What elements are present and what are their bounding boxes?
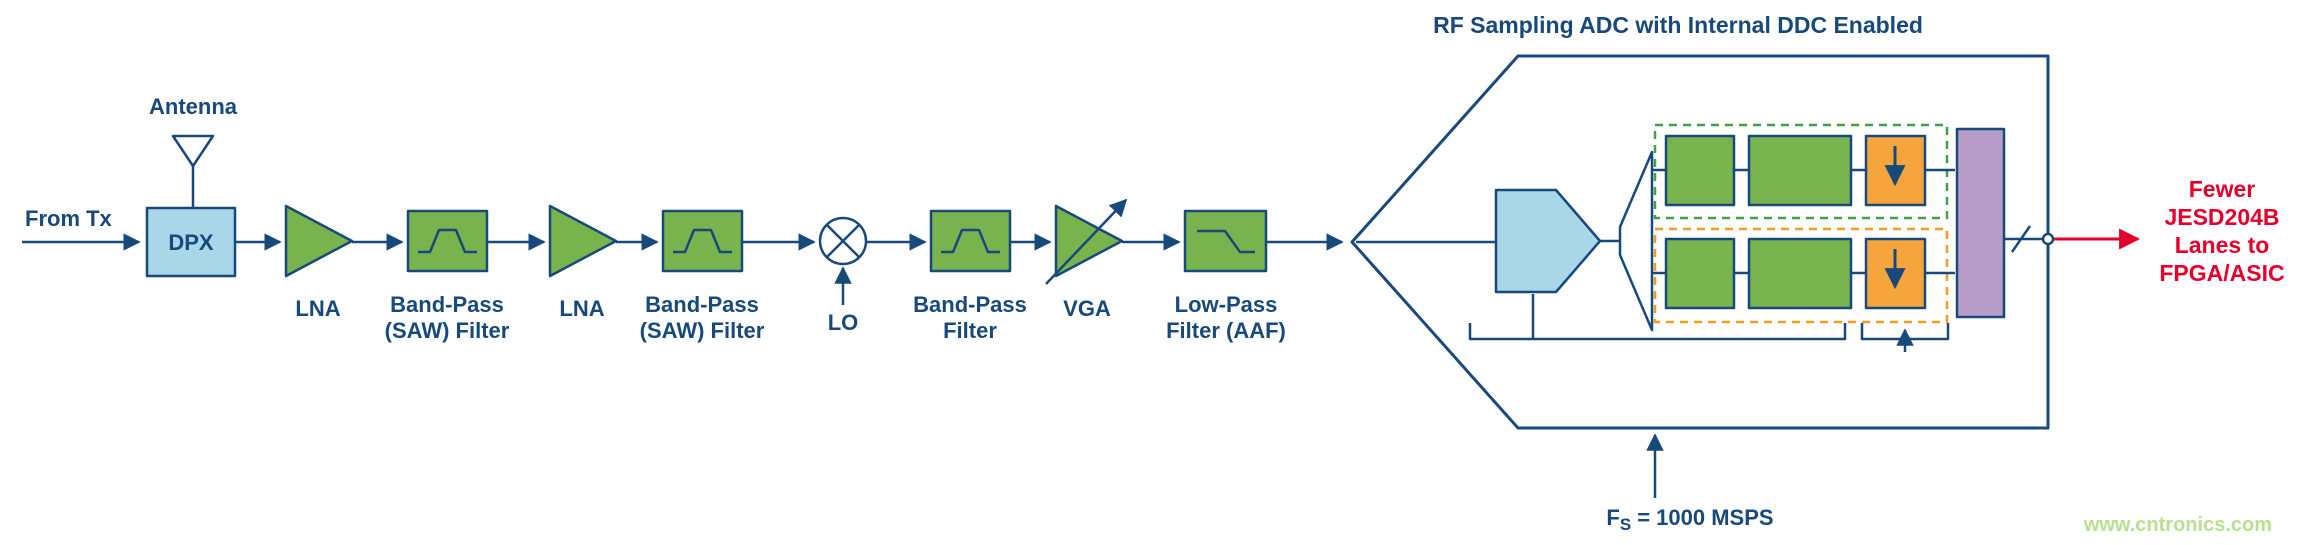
bpf3-box: [929, 209, 1012, 273]
bpf2-box: [661, 209, 744, 273]
demux-icon: [1618, 150, 1654, 332]
adc-title: RF Sampling ADC with Internal DDC Enable…: [1433, 12, 1923, 38]
ddc-i-filter-box: [1747, 134, 1853, 207]
vga-label: VGA: [1063, 296, 1111, 321]
mixer-cross-icon: [826, 224, 860, 258]
vga-amplifier-icon: [1054, 204, 1124, 278]
lna1-amplifier-icon: [284, 204, 354, 278]
sync-bus-line: [1468, 323, 1847, 341]
bandpass-icon: [418, 228, 477, 254]
antenna-label: Antenna: [149, 94, 238, 119]
bpf1-label-line1: Band-Pass: [390, 292, 504, 317]
output-note-line3: Lanes to: [2175, 232, 2270, 258]
ddc-q-filter-box: [1747, 237, 1853, 310]
from-tx-label: From Tx: [25, 206, 113, 231]
lpf-label-line2: Filter (AAF): [1166, 318, 1286, 343]
lpf-label-line1: Low-Pass: [1175, 292, 1278, 317]
dpx-label: DPX: [168, 230, 214, 255]
bpf3-label-line2: Filter: [943, 318, 997, 343]
ddc-q-dashed-group: [1653, 227, 1949, 324]
bus-slash-icon: [2010, 225, 2032, 253]
watermark-text: www.cntronics.com: [2083, 514, 2272, 536]
lpf-box: [1183, 209, 1268, 273]
bandpass-icon: [673, 228, 732, 254]
lo-label: LO: [828, 310, 859, 335]
vga-gain-arrow-icon: [1045, 198, 1128, 285]
bpf3-label-line1: Band-Pass: [913, 292, 1027, 317]
bpf1-box: [406, 209, 489, 273]
ddc-i-dashed-group: [1653, 123, 1949, 220]
bpf1-label-line2: (SAW) Filter: [385, 318, 510, 343]
ddc-q-mixer-box: [1664, 237, 1736, 310]
lna2-amplifier-icon: [548, 204, 618, 278]
lna2-label: LNA: [559, 296, 604, 321]
bpf2-label-line2: (SAW) Filter: [640, 318, 765, 343]
fs-symbol: F: [1606, 505, 1619, 530]
bandpass-icon: [941, 228, 1000, 254]
serializer-box: [1955, 127, 2006, 319]
antenna-icon: [171, 134, 215, 168]
lna1-label: LNA: [295, 296, 340, 321]
ddc-i-mixer-box: [1664, 134, 1736, 207]
adc-core-icon: [1494, 188, 1602, 294]
output-note-line4: FPGA/ASIC: [2159, 260, 2284, 286]
sample-clock-label: FS = 1000 MSPS: [1606, 505, 1773, 534]
output-pin-icon: [2041, 232, 2055, 246]
bpf2-label-line1: Band-Pass: [645, 292, 759, 317]
output-note-line1: Fewer: [2189, 176, 2256, 202]
fs-subscript: S: [1620, 515, 1631, 534]
output-note-line2: JESD204B: [2164, 204, 2279, 230]
lowpass-icon: [1197, 229, 1255, 254]
fs-value: = 1000 MSPS: [1637, 505, 1773, 530]
